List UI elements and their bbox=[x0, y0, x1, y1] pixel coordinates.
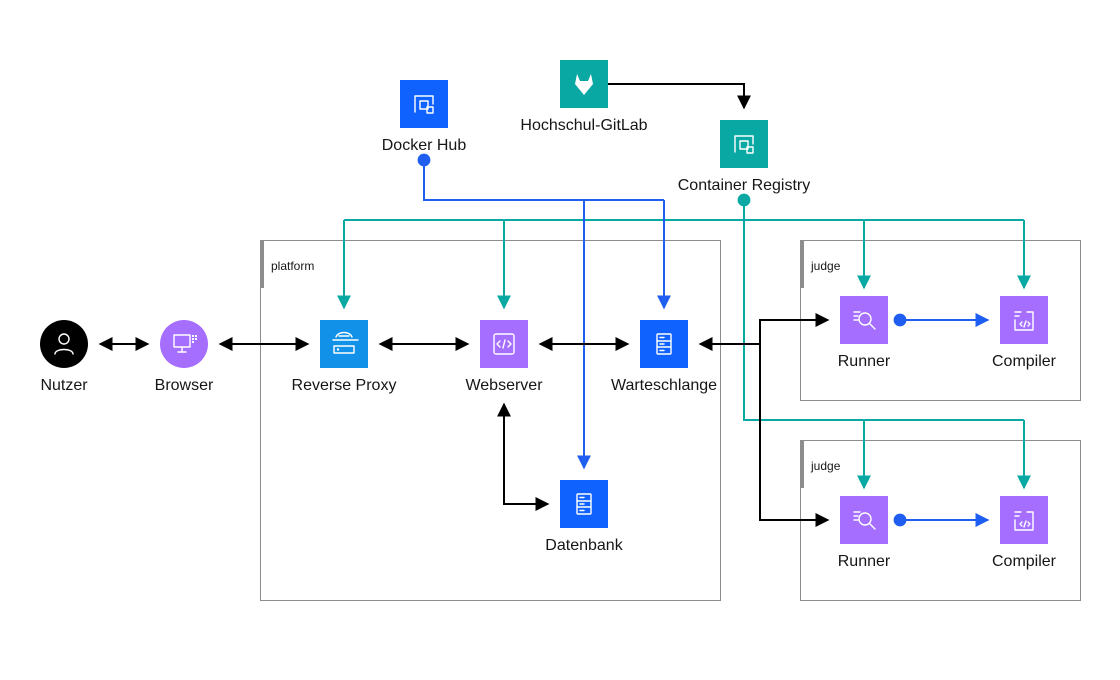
runner-top-icon-bg bbox=[840, 296, 888, 344]
node-gitlab-label: Hochschul-GitLab bbox=[520, 117, 647, 134]
edge-gitlab-registry bbox=[608, 83, 751, 110]
node-browser-label: Browser bbox=[155, 377, 214, 394]
edge-to-runner-bottom-black bbox=[759, 344, 830, 527]
node-container-registry[interactable]: Container Registry bbox=[678, 120, 811, 194]
node-runner-top[interactable]: Runner bbox=[838, 296, 891, 370]
node-compiler-top-label: Compiler bbox=[992, 353, 1057, 370]
node-runner-bottom-label: Runner bbox=[838, 553, 891, 570]
edge-to-runner-top-black bbox=[759, 313, 830, 344]
database-icon bbox=[576, 493, 592, 515]
user-icon bbox=[54, 333, 74, 355]
container-registry-icon bbox=[734, 135, 754, 154]
registry-icon-bg bbox=[720, 120, 768, 168]
edge-registry-trunk bbox=[737, 193, 1024, 421]
code-window-icon bbox=[493, 333, 515, 355]
node-nutzer-label: Nutzer bbox=[40, 377, 88, 394]
node-docker-hub[interactable]: Docker Hub bbox=[382, 80, 467, 154]
edge-webserver-datenbank bbox=[497, 402, 550, 511]
node-webserver-label: Webserver bbox=[465, 377, 543, 394]
blue-edges bbox=[417, 153, 990, 527]
edge-dockerhub-bus bbox=[417, 153, 664, 201]
node-warteschlange-label: Warteschlange bbox=[611, 377, 717, 394]
black-edges bbox=[98, 83, 830, 527]
load-balancer-icon-bg bbox=[320, 320, 368, 368]
desktop-icon-bg bbox=[160, 320, 208, 368]
compiler-code-icon bbox=[1014, 311, 1034, 331]
judge-group-bottom-label: judge bbox=[810, 459, 841, 473]
platform-group: platform bbox=[260, 240, 721, 601]
node-runner-bottom[interactable]: Runner bbox=[838, 496, 891, 570]
container-registry-icon bbox=[414, 95, 434, 114]
node-gitlab[interactable]: Hochschul-GitLab bbox=[520, 60, 648, 134]
node-webserver[interactable]: Webserver bbox=[465, 320, 543, 394]
compiler-bottom-icon-bg bbox=[1000, 496, 1048, 544]
node-compiler-bottom[interactable]: Compiler bbox=[992, 496, 1057, 570]
node-compiler-top[interactable]: Compiler bbox=[992, 296, 1057, 370]
node-docker-hub-label: Docker Hub bbox=[382, 137, 467, 154]
node-container-registry-label: Container Registry bbox=[678, 177, 811, 194]
compiler-code-icon bbox=[1014, 511, 1034, 531]
load-balancer-icon bbox=[332, 331, 359, 354]
runner-search-icon bbox=[853, 511, 876, 530]
compiler-top-icon-bg bbox=[1000, 296, 1048, 344]
node-compiler-bottom-label: Compiler bbox=[992, 553, 1057, 570]
docker-hub-icon-bg bbox=[400, 80, 448, 128]
judge-group-top-label: judge bbox=[810, 259, 841, 273]
node-datenbank-label: Datenbank bbox=[545, 537, 623, 554]
node-reverse-proxy[interactable]: Reverse Proxy bbox=[292, 320, 397, 394]
gitlab-icon bbox=[575, 74, 593, 95]
node-reverse-proxy-label: Reverse Proxy bbox=[292, 377, 397, 394]
node-runner-top-label: Runner bbox=[838, 353, 891, 370]
platform-group-label: platform bbox=[271, 259, 314, 273]
node-nutzer[interactable]: Nutzer bbox=[40, 320, 88, 394]
node-warteschlange[interactable]: Warteschlange bbox=[611, 320, 717, 394]
teal-edges bbox=[337, 193, 1031, 490]
node-browser[interactable]: Browser bbox=[155, 320, 214, 394]
desktop-icon bbox=[173, 334, 197, 353]
runner-bottom-icon-bg bbox=[840, 496, 888, 544]
node-datenbank[interactable]: Datenbank bbox=[545, 480, 624, 554]
server-rack-icon bbox=[656, 333, 672, 355]
runner-search-icon bbox=[853, 311, 876, 330]
